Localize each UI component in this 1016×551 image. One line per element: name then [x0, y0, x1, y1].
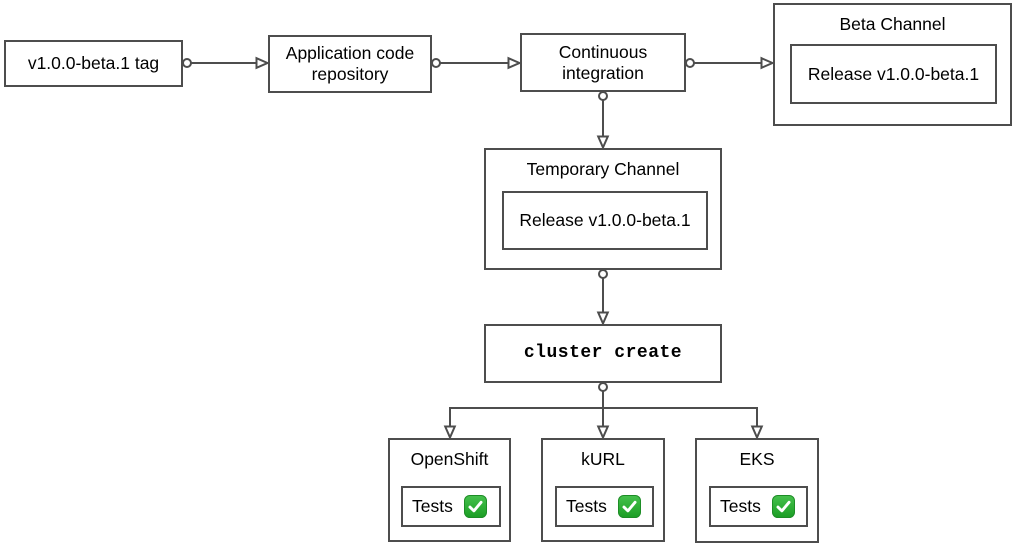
platform-title: EKS — [739, 449, 775, 469]
beta-release-label: Release v1.0.0-beta.1 — [807, 63, 980, 84]
platform-title: kURL — [581, 449, 625, 469]
tests-box: Tests — [555, 486, 654, 527]
beta-channel-title: Beta Channel — [839, 14, 946, 34]
connector-temp-to-cluster — [596, 269, 610, 327]
check-icon — [771, 495, 795, 518]
node-cluster-create: cluster create — [484, 324, 722, 383]
check-icon — [617, 495, 641, 518]
connector-ci-to-temp — [596, 91, 610, 151]
beta-release-box: Release v1.0.0-beta.1 — [790, 44, 997, 104]
tests-box: Tests — [401, 486, 501, 527]
node-continuous-integration: Continuous integration — [520, 33, 686, 92]
check-icon — [463, 495, 487, 518]
node-beta-channel: Beta Channel Release v1.0.0-beta.1 — [773, 3, 1012, 126]
node-temporary-channel: Temporary Channel Release v1.0.0-beta.1 — [484, 148, 722, 270]
tests-label: Tests — [566, 496, 607, 516]
temporary-release-box: Release v1.0.0-beta.1 — [502, 191, 708, 250]
connector-cluster-to-platforms — [443, 382, 764, 441]
tests-box: Tests — [709, 486, 808, 527]
cluster-create-label: cluster create — [523, 343, 683, 363]
temporary-channel-title: Temporary Channel — [526, 159, 680, 179]
connector-repo-to-ci — [431, 56, 523, 70]
ci-label: Continuous integration — [558, 41, 648, 83]
tests-label: Tests — [720, 496, 761, 516]
temporary-release-label: Release v1.0.0-beta.1 — [519, 210, 691, 230]
node-platform-openshift: OpenShift Tests — [388, 438, 511, 542]
connector-ci-to-beta — [685, 56, 776, 70]
repository-label: Application code repository — [285, 43, 415, 84]
version-tag-label: v1.0.0-beta.1 tag — [27, 53, 160, 73]
node-platform-eks: EKS Tests — [695, 438, 819, 543]
node-application-code-repository: Application code repository — [268, 35, 432, 93]
platform-title: OpenShift — [410, 449, 489, 469]
node-version-tag: v1.0.0-beta.1 tag — [4, 40, 183, 87]
connector-tag-to-repo — [182, 56, 271, 70]
tests-label: Tests — [412, 496, 453, 516]
node-platform-kurl: kURL Tests — [541, 438, 665, 542]
